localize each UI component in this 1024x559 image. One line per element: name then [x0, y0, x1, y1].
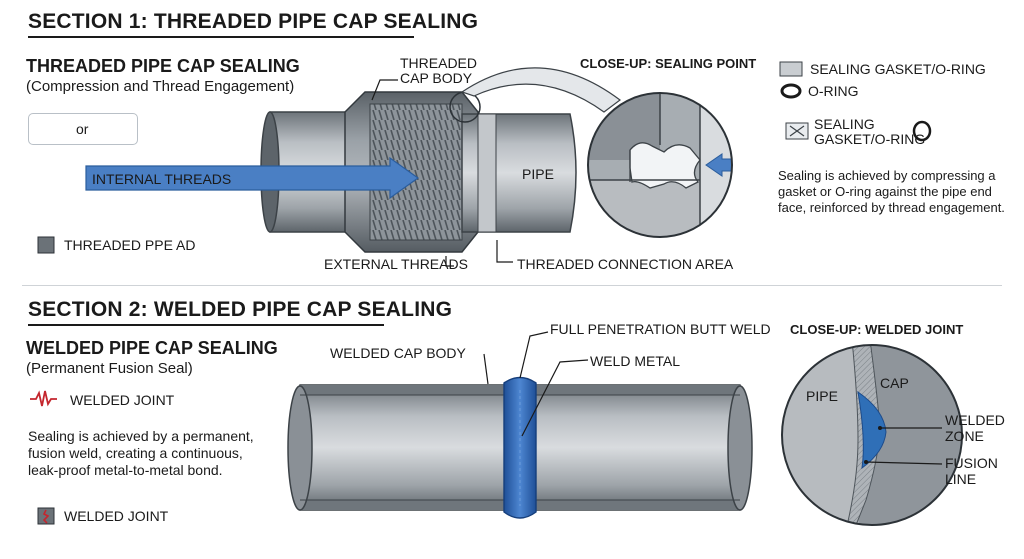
section1-heading: THREADED PIPE CAP SEALING [26, 56, 300, 76]
welded-cap-body-label: WELDED CAP BODY [330, 345, 466, 361]
section1-subheading: (Compression and Thread Engagement) [26, 78, 295, 95]
section1-description-line1: Sealing is achieved by compressing a [778, 168, 996, 183]
section2-title: SECTION 2: WELDED PIPE CAP SEALING [28, 298, 453, 321]
welded-assembly [287, 331, 753, 519]
threaded-swatch [37, 236, 55, 254]
fusion-line-label-line1: FUSION [945, 455, 998, 471]
welded-closeup [781, 344, 963, 526]
sealing-box-line2: GASKET/O-RING [814, 131, 926, 147]
pipe-label: PIPE [522, 166, 554, 182]
internal-threads-label: INTERNAL THREADS [92, 171, 232, 187]
section1-closeup-title: CLOSE-UP: SEALING POINT [580, 56, 757, 71]
weld-metal-label: WELD METAL [590, 353, 680, 369]
section1-description-line3: face, reinforced by thread engagement. [778, 200, 1005, 215]
section1-description: Sealing is achieved by compressing a gas… [778, 168, 1005, 216]
external-threads-label: EXTERNAL THREADS [324, 256, 468, 272]
sealing-closeup [587, 92, 733, 238]
section2-closeup-title: CLOSE-UP: WELDED JOINT [790, 322, 964, 337]
section2-description-line3: leak-proof metal-to-metal bond. [28, 462, 223, 478]
welded-zone-label-line1: WELDED [945, 412, 1005, 428]
legend-gasket: SEALING GASKET/O-RING [810, 61, 986, 77]
sealing-box-line1: SEALING [814, 116, 875, 132]
section2-heading: WELDED PIPE CAP SEALING [26, 338, 278, 358]
section2-title-rule [28, 324, 384, 326]
welded-joint-legend: WELDED JOINT [70, 392, 175, 408]
section2-subheading: (Permanent Fusion Seal) [26, 360, 193, 377]
section1-title-rule [28, 36, 414, 38]
section2-description: Sealing is achieved by a permanent, fusi… [28, 428, 254, 479]
fusion-line-label-line2: LINE [945, 471, 977, 487]
threaded-cap-body-label-line2: CAP BODY [400, 70, 473, 86]
threaded-assembly [85, 67, 622, 267]
section2-description-line2: fusion weld, creating a continuous, [28, 445, 243, 461]
welded-legend-box-label: WELDED JOINT [64, 508, 169, 524]
ring-types-box [28, 113, 138, 145]
welded-joint-icons [30, 390, 57, 525]
ring-or-text: or [76, 121, 89, 137]
section1-title: SECTION 1: THREADED PIPE CAP SEALING [28, 10, 479, 33]
butt-weld-label: FULL PENETRATION BUTT WELD [550, 321, 771, 337]
closeup-cap-label: CAP [880, 375, 909, 391]
legend-swatches [779, 61, 932, 142]
closeup-pipe-label: PIPE [806, 388, 838, 404]
section1-description-line2: gasket or O-ring against the pipe end [778, 184, 992, 199]
connection-area-label: THREADED CONNECTION AREA [517, 256, 734, 272]
welded-zone-label-line2: ZONE [945, 428, 984, 444]
section-divider [22, 285, 1002, 286]
threaded-legend-label: THREADED PPE AD [64, 237, 196, 253]
threaded-cap-body-label-line1: THREADED [400, 55, 478, 71]
legend-oring: O-RING [808, 83, 859, 99]
section2-description-line1: Sealing is achieved by a permanent, [28, 428, 254, 444]
